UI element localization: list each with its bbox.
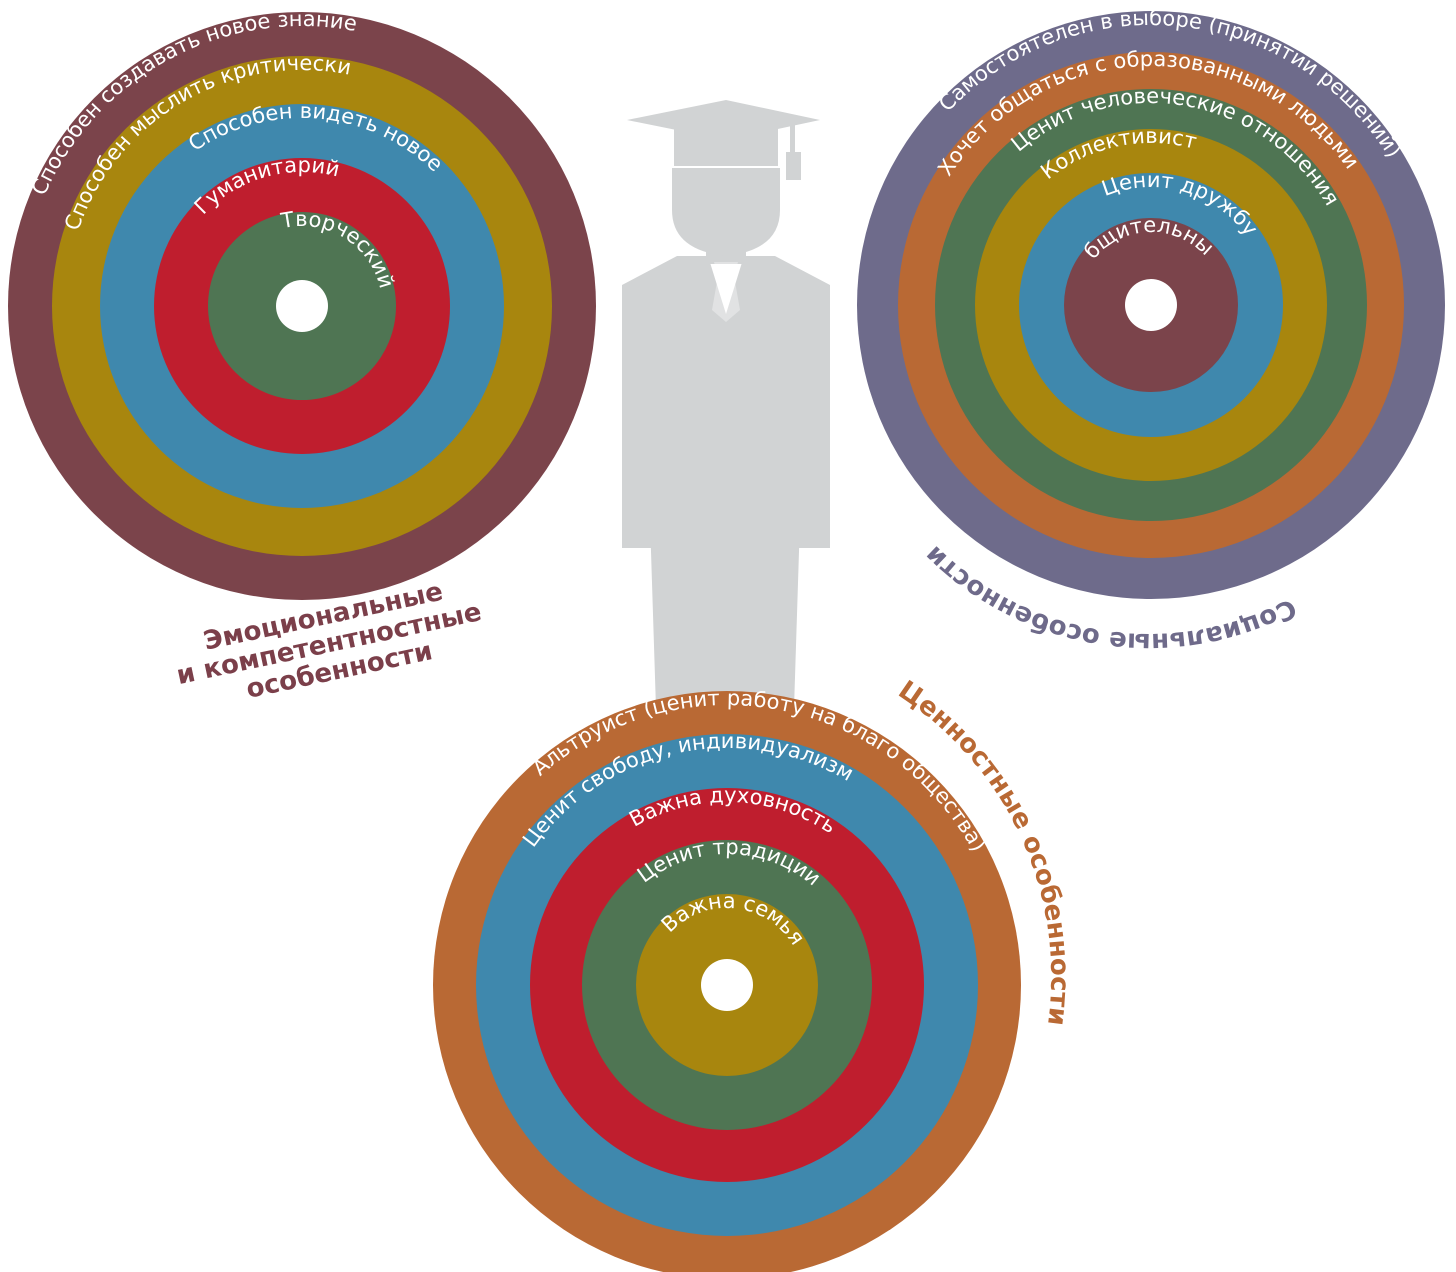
figure-head bbox=[672, 168, 780, 256]
figure-legs bbox=[650, 520, 800, 740]
figure-tie bbox=[712, 262, 740, 322]
center-hole-emotional bbox=[276, 280, 328, 332]
values-diagram: Альтруист (ценит работу на благо обществ… bbox=[433, 675, 1074, 1272]
social-rings: Самостоятелен в выборе (принятии решений… bbox=[0, 0, 1445, 599]
tassel-cord bbox=[790, 120, 795, 155]
center-hole-values bbox=[701, 959, 753, 1011]
center-hole-social bbox=[1125, 279, 1177, 331]
graduate-figure-icon bbox=[622, 100, 830, 740]
social-diagram: Самостоятелен в выборе (принятии решений… bbox=[0, 0, 1445, 658]
emotional-competence-diagram: Способен создавать новое знаниеСпособен … bbox=[8, 7, 596, 705]
figure-body bbox=[622, 256, 830, 548]
emotional-rings: Способен создавать новое знаниеСпособен … bbox=[8, 7, 596, 600]
mortarboard-cap bbox=[674, 124, 778, 166]
tassel bbox=[786, 152, 801, 180]
values-rings: Альтруист (ценит работу на благо обществ… bbox=[433, 686, 1021, 1272]
